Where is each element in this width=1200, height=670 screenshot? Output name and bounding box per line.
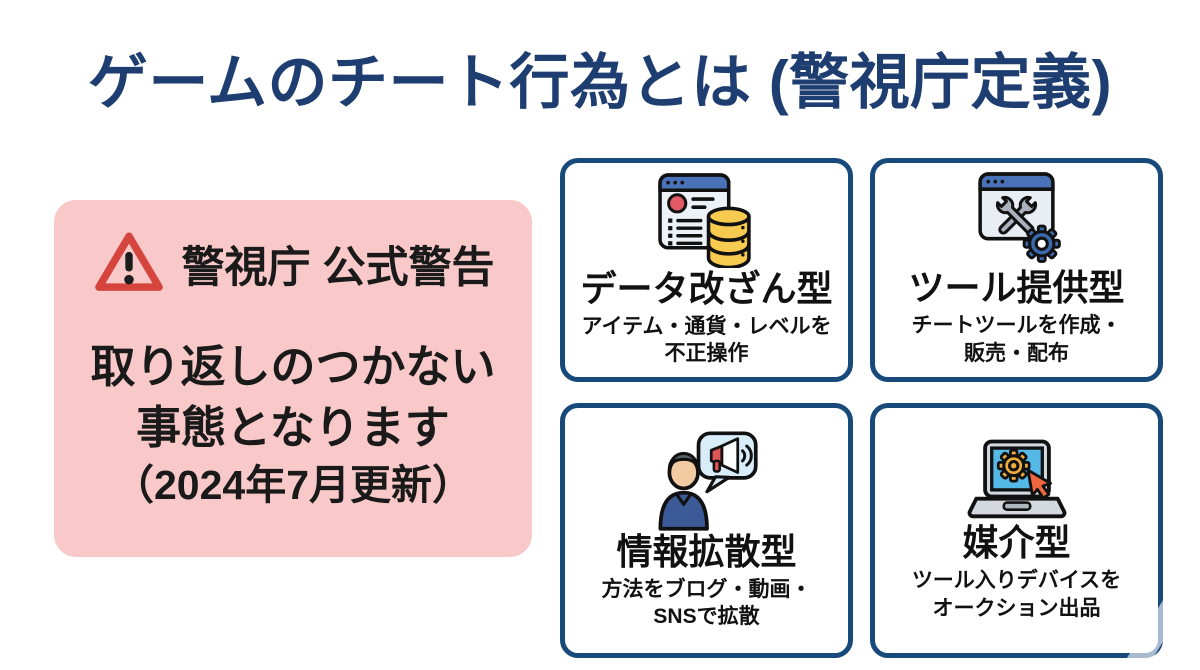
warning-heading-row: 警視庁 公式警告 bbox=[92, 228, 495, 300]
card-info-spreading: 情報拡散型 方法をブログ・動画・ SNSで拡散 bbox=[560, 403, 853, 658]
police-warning-panel: 警視庁 公式警告 取り返しのつかない 事態となります （2024年7月更新） bbox=[54, 200, 532, 557]
card-title: 媒介型 bbox=[962, 522, 1071, 564]
card-intermediary: 媒介型 ツール入りデバイスを オークション出品 bbox=[870, 403, 1163, 658]
cheat-type-cards: データ改ざん型 アイテム・通貨・レベルを 不正操作 bbox=[560, 158, 1163, 658]
card-subtitle-line: 方法をブログ・動画・ bbox=[601, 577, 812, 601]
card-subtitle-line: ツール入りデバイスを bbox=[911, 569, 1122, 593]
warning-line-1: 取り返しのつかない bbox=[90, 341, 496, 392]
warning-triangle-icon bbox=[92, 228, 166, 300]
card-subtitle-line: SNSで拡散 bbox=[653, 605, 760, 629]
browser-tools-gear-icon bbox=[966, 172, 1067, 267]
card-subtitle: ツール入りデバイスを オークション出品 bbox=[912, 567, 1121, 622]
person-megaphone-bubble-icon bbox=[654, 430, 760, 531]
card-subtitle: 方法をブログ・動画・ SNSで拡散 bbox=[602, 576, 812, 631]
warning-line-3: （2024年7月更新） bbox=[112, 462, 473, 509]
warning-message: 取り返しのつかない 事態となります （2024年7月更新） bbox=[90, 336, 495, 514]
card-subtitle-line: チートツールを作成・ bbox=[911, 314, 1122, 338]
card-subtitle: チートツールを作成・ 販売・配布 bbox=[912, 312, 1122, 367]
card-subtitle-line: 不正操作 bbox=[664, 342, 749, 366]
warning-line-2: 事態となります bbox=[136, 402, 450, 454]
laptop-gear-cursor-icon bbox=[962, 438, 1072, 522]
browser-database-icon bbox=[656, 172, 757, 268]
card-tool-providing: ツール提供型 チートツールを作成・ 販売・配布 bbox=[870, 158, 1163, 382]
card-subtitle: アイテム・通貨・レベルを 不正操作 bbox=[582, 313, 832, 368]
card-title: データ改ざん型 bbox=[580, 267, 833, 309]
card-title: ツール提供型 bbox=[908, 267, 1125, 309]
card-data-tampering: データ改ざん型 アイテム・通貨・レベルを 不正操作 bbox=[560, 158, 853, 382]
warning-heading: 警視庁 公式警告 bbox=[181, 244, 495, 292]
card-title: 情報拡散型 bbox=[616, 530, 797, 572]
page-title: ゲームのチート行為とは (警視庁定義) bbox=[87, 49, 1113, 116]
card-subtitle-line: アイテム・通貨・レベルを bbox=[581, 314, 832, 338]
card-subtitle-line: オークション出品 bbox=[932, 596, 1101, 620]
card-subtitle-line: 販売・配布 bbox=[964, 341, 1069, 365]
